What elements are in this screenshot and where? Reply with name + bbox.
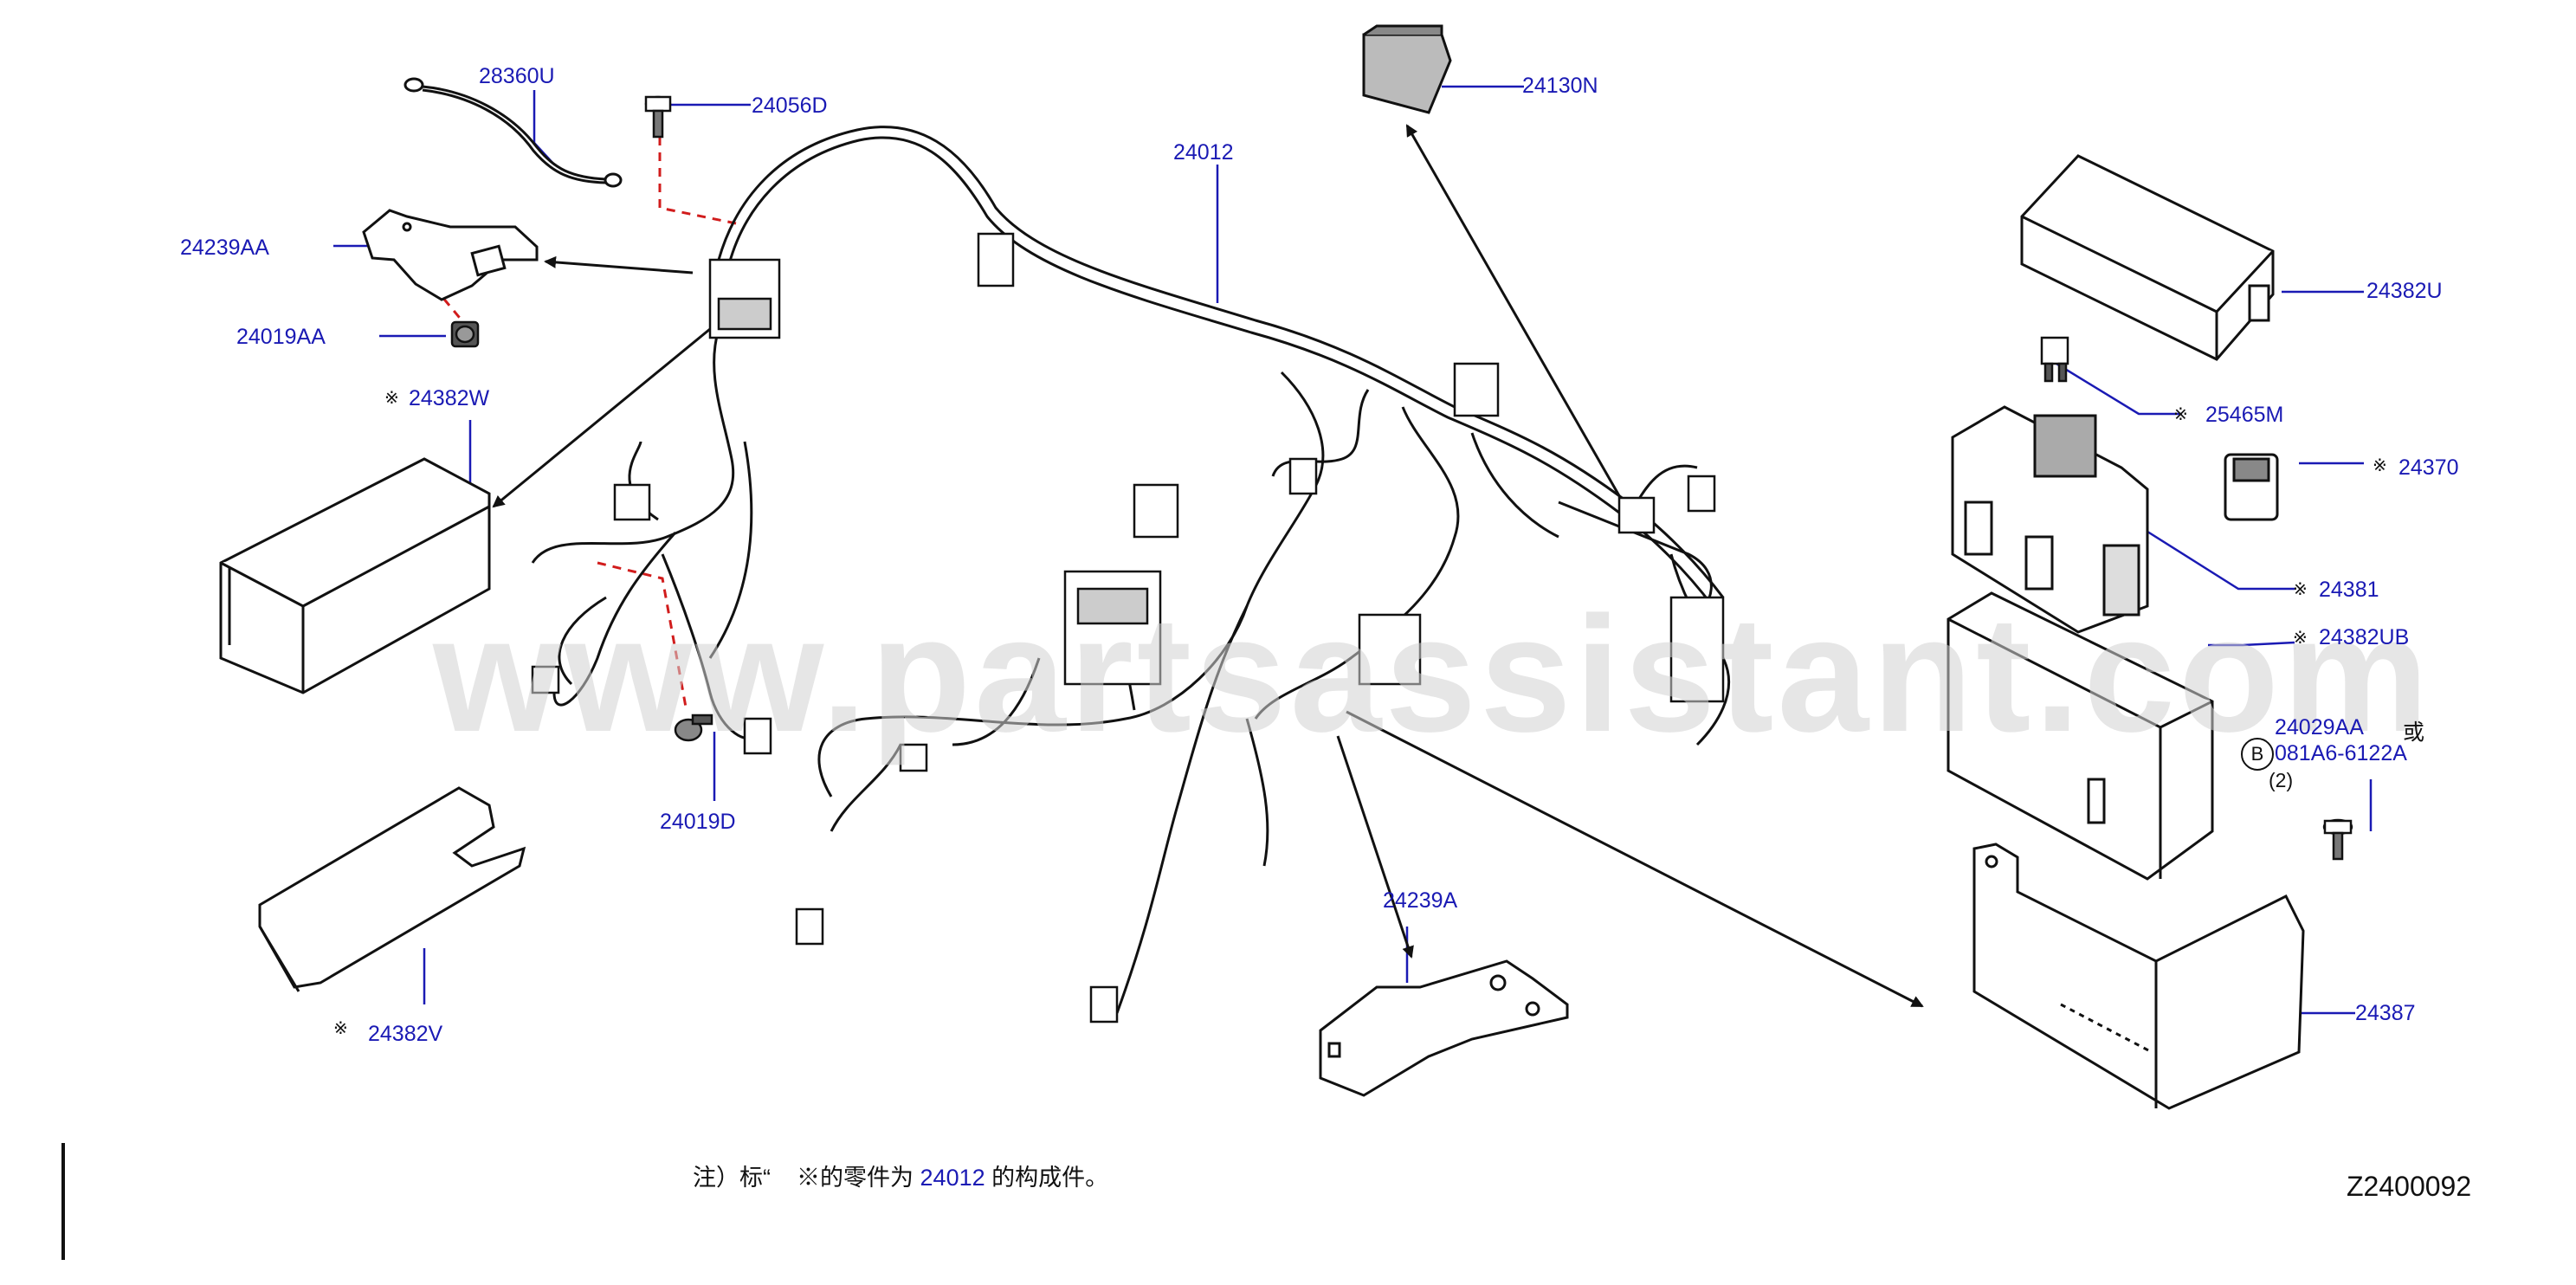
label-24239a[interactable]: 24239A — [1383, 888, 1458, 913]
mark-24370: ※ — [2373, 456, 2387, 475]
quantity-2: (2) — [2269, 769, 2294, 791]
footnote-ref-24012[interactable]: 24012 — [920, 1165, 985, 1191]
leader-lines — [333, 85, 2373, 1015]
label-24130n[interactable]: 24130N — [1522, 74, 1598, 98]
label-24382w[interactable]: 24382W — [409, 386, 490, 410]
cover-24382u — [2020, 154, 2275, 361]
label-24019aa[interactable]: 24019AA — [236, 325, 326, 349]
label-24382u[interactable]: 24382U — [2366, 279, 2443, 303]
footnote-mark: ※ — [797, 1165, 821, 1191]
footnote-middle: 的零件为 — [820, 1165, 914, 1191]
relay-24370 — [2224, 453, 2279, 521]
label-24029aa[interactable]: 24029AA — [2275, 715, 2364, 739]
label-24239aa[interactable]: 24239AA — [180, 236, 269, 260]
footnote: 注）标“ ※的零件为 24012 的构成件。 — [693, 1159, 1108, 1192]
label-28360u[interactable]: 28360U — [479, 64, 555, 88]
fuse-block-24381 — [1951, 405, 2149, 634]
direction-arrows — [492, 124, 1924, 1008]
watermark: www.partsassistant.com — [433, 583, 2432, 766]
lower-case-24382ub — [1947, 591, 2214, 881]
bolt-24019aa — [450, 320, 480, 348]
mark-24382w: ※ — [384, 389, 399, 408]
or-text: 或 — [2403, 720, 2425, 745]
bracket-24239a — [1319, 959, 1569, 1097]
label-081a6-6122a[interactable]: 081A6-6122A — [2275, 741, 2407, 765]
label-24387[interactable]: 24387 — [2355, 1001, 2416, 1025]
footnote-suffix: 的构成件。 — [991, 1165, 1109, 1191]
label-24382v[interactable]: 24382V — [368, 1022, 443, 1046]
label-24370[interactable]: 24370 — [2398, 455, 2459, 480]
ground-cable-28360u — [404, 77, 623, 188]
wiring-harness-24012 — [531, 126, 1731, 1014]
mark-24382v: ※ — [333, 1019, 348, 1038]
label-24381[interactable]: 24381 — [2319, 578, 2379, 602]
bracket-24387 — [1972, 843, 2305, 1110]
pad-24130n — [1362, 24, 1452, 114]
mark-24382ub: ※ — [2293, 629, 2308, 648]
mark-25465m: ※ — [2173, 405, 2188, 424]
label-24056d[interactable]: 24056D — [752, 94, 828, 118]
harness-connectors — [531, 232, 1725, 1023]
cover-24382v — [258, 786, 526, 992]
label-24382ub[interactable]: 24382UB — [2319, 625, 2410, 649]
footnote-prefix: 注）标“ — [693, 1165, 771, 1191]
label-24019d[interactable]: 24019D — [660, 810, 736, 834]
bracket-24239aa — [362, 209, 539, 301]
fuse-25465m — [2040, 336, 2069, 383]
bolt-24029aa — [2322, 818, 2353, 861]
bolt-24019d — [674, 714, 713, 742]
bolt-24056d — [644, 95, 672, 139]
circle-b: B — [2241, 738, 2274, 771]
diagram-id: Z2400092 — [2347, 1171, 2472, 1202]
cover-24382w — [219, 457, 491, 694]
label-24012[interactable]: 24012 — [1173, 140, 1234, 165]
mark-24381: ※ — [2293, 580, 2308, 599]
label-25465m[interactable]: 25465M — [2205, 403, 2284, 427]
